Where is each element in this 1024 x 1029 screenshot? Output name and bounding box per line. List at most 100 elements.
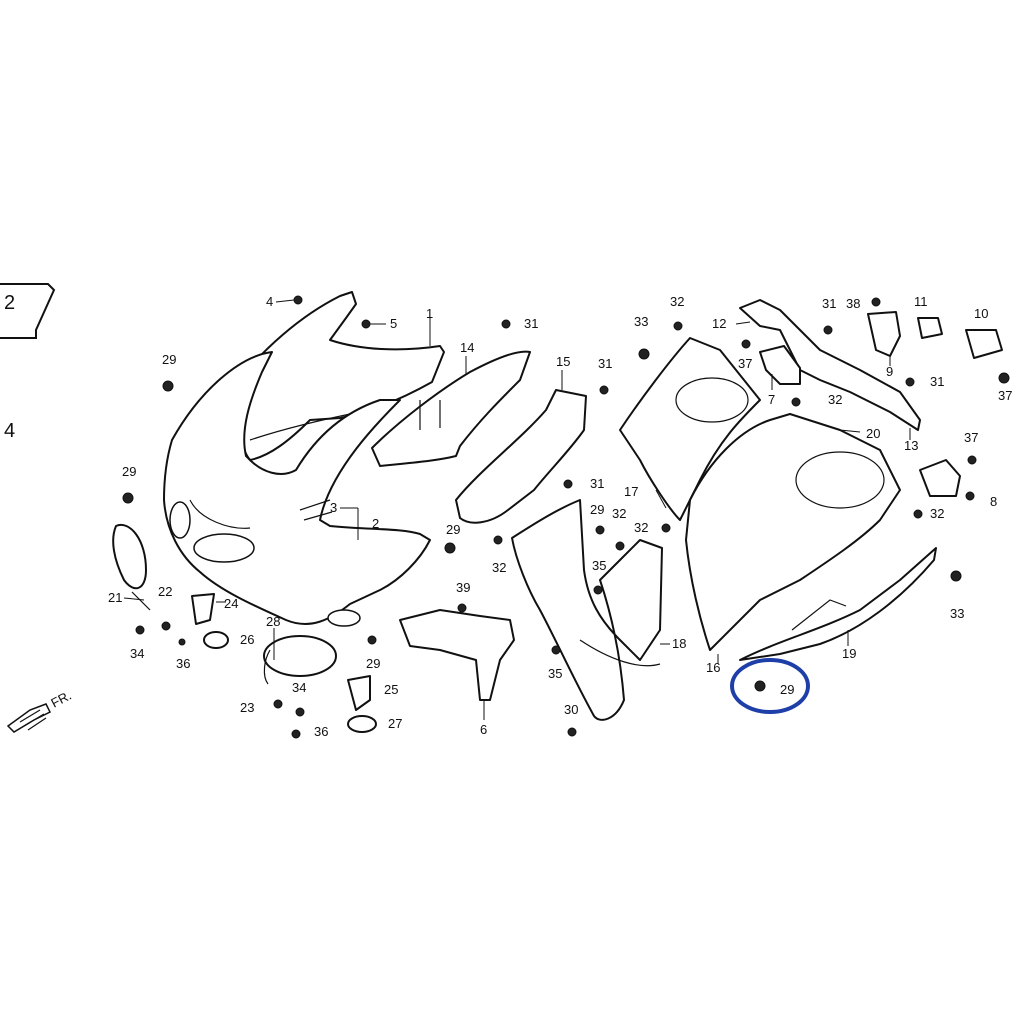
callout-c32a: 32 [492, 560, 506, 575]
callout-c29f: 29 [780, 682, 794, 697]
callout-c29d: 29 [366, 656, 380, 671]
cowl-detail [189, 499, 251, 529]
mirror-stem [131, 591, 151, 611]
rear-cowl-strip [739, 299, 921, 431]
callout-c31e: 31 [930, 374, 944, 389]
bracket-8 [919, 459, 961, 497]
callout-c31c: 31 [590, 476, 604, 491]
callout-c22: 22 [158, 584, 172, 599]
callout-c4: 4 [266, 294, 273, 309]
callout-c13: 13 [904, 438, 918, 453]
callout-c15: 15 [556, 354, 570, 369]
callout-c9: 9 [886, 364, 893, 379]
callout-c33a: 33 [634, 314, 648, 329]
headlight-opening [193, 533, 255, 563]
side-cowl-crease [579, 639, 661, 667]
fasteners [122, 295, 1010, 739]
callout-c26: 26 [240, 632, 254, 647]
side-cowl-right [685, 413, 901, 651]
lens-28 [263, 635, 337, 677]
callout-c11: 11 [914, 294, 928, 309]
side-cowl-right-panel [795, 451, 885, 509]
callout-c37c: 37 [964, 430, 978, 445]
duct-brackets [419, 400, 441, 430]
callout-c32b: 32 [612, 506, 626, 521]
callout-c23: 23 [240, 700, 254, 715]
bracket-10 [965, 329, 1003, 359]
callout-c34a: 34 [130, 646, 144, 661]
side-cowl-left [511, 499, 663, 721]
callout-c31a: 31 [524, 316, 538, 331]
callout-c29b: 29 [122, 464, 136, 479]
bracket-9 [867, 311, 901, 357]
callout-c31d: 31 [822, 296, 836, 311]
section-box-label: 2 [4, 292, 16, 314]
callout-c35a: 35 [592, 558, 606, 573]
section-side-label: 4 [4, 420, 16, 442]
front-label: FR. [48, 688, 74, 711]
highlight-circle [730, 658, 810, 714]
inner-panel [455, 389, 587, 524]
callout-c32d: 32 [670, 294, 684, 309]
callout-c12: 12 [712, 316, 726, 331]
callout-c29c: 29 [446, 522, 460, 537]
gasket-24 [191, 593, 215, 625]
front-arrow [6, 703, 52, 733]
callout-c32c: 32 [634, 520, 648, 535]
bracket-7 [759, 345, 801, 385]
callout-c37a: 37 [738, 356, 752, 371]
callout-c28: 28 [266, 614, 280, 629]
cowl-vent [327, 609, 361, 627]
callout-c38: 38 [846, 296, 860, 311]
callout-c21: 21 [108, 590, 122, 605]
callout-c31b: 31 [598, 356, 612, 371]
callout-c2: 2 [372, 516, 379, 531]
cover-25 [347, 675, 371, 711]
callout-c17: 17 [624, 484, 638, 499]
callout-c39: 39 [456, 580, 470, 595]
callout-c8: 8 [990, 494, 997, 509]
callout-c6: 6 [480, 722, 487, 737]
callout-c10: 10 [974, 306, 988, 321]
callout-c18: 18 [672, 636, 686, 651]
callout-c3: 3 [330, 500, 337, 515]
callout-c14: 14 [460, 340, 474, 355]
leader-lines [123, 299, 911, 720]
callout-c37b: 37 [998, 388, 1012, 403]
lens-wire [263, 649, 271, 685]
bracket-11 [917, 317, 943, 339]
callout-c32e: 32 [828, 392, 842, 407]
inner-side-panel-right [619, 337, 761, 521]
callout-c29e: 29 [590, 502, 604, 517]
cowl-slots [299, 499, 333, 521]
callout-c27: 27 [388, 716, 402, 731]
callout-c36b: 36 [314, 724, 328, 739]
callout-c1: 1 [426, 306, 433, 321]
callout-c33b: 33 [950, 606, 964, 621]
callout-c5: 5 [390, 316, 397, 331]
callout-c7: 7 [768, 392, 775, 407]
cowl-stay-bracket [399, 609, 515, 701]
callout-c19: 19 [842, 646, 856, 661]
inner-panel-vent [675, 377, 749, 423]
under-cowl-vent [791, 599, 847, 631]
air-duct-panel [371, 350, 531, 467]
under-cowl [739, 547, 937, 661]
callout-c24: 24 [224, 596, 238, 611]
grommet-26 [203, 631, 229, 649]
callout-c36a: 36 [176, 656, 190, 671]
callout-c29a: 29 [162, 352, 176, 367]
callout-c35b: 35 [548, 666, 562, 681]
callout-c20: 20 [866, 426, 880, 441]
mirror [112, 523, 147, 590]
callout-c25: 25 [384, 682, 398, 697]
side-duct-left [169, 501, 191, 539]
grommet-27 [347, 715, 377, 733]
callout-c30: 30 [564, 702, 578, 717]
section-box-outline [0, 283, 56, 339]
callout-c32f: 32 [930, 506, 944, 521]
callout-c34b: 34 [292, 680, 306, 695]
